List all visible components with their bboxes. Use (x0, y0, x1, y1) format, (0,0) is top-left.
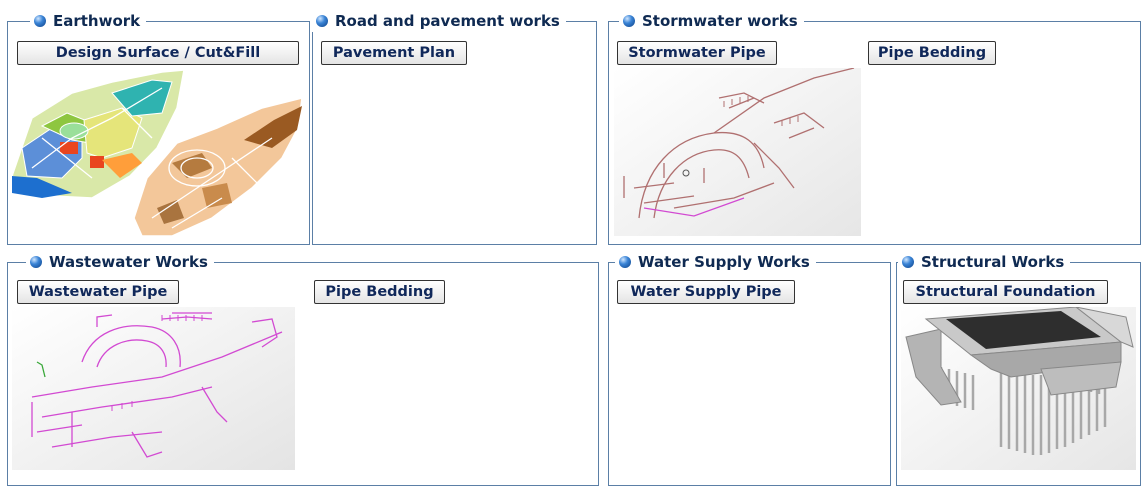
wastewater-pipe-image (12, 307, 295, 470)
water-supply-title-text: Water Supply Works (638, 253, 810, 271)
stormwater-pipe-image (614, 68, 861, 236)
wastewater-title: Wastewater Works (26, 251, 214, 273)
road-pavement-title: Road and pavement works (312, 10, 566, 32)
water-supply-pipe-label: Water Supply Pipe (617, 280, 795, 304)
pavement-plan-label: Pavement Plan (321, 41, 467, 65)
wastewater-pipe-label: Wastewater Pipe (17, 280, 179, 304)
water-supply-title: Water Supply Works (615, 251, 816, 273)
wastewater-title-text: Wastewater Works (49, 253, 208, 271)
earthwork-title-line (165, 21, 301, 22)
globe-bullet-icon (902, 256, 914, 268)
structural-foundation-image (901, 307, 1136, 470)
globe-bullet-icon (30, 256, 42, 268)
stormwater-title-text: Stormwater works (642, 12, 798, 30)
water-supply-title-line (827, 262, 883, 263)
stormwater-title: Stormwater works (619, 10, 804, 32)
design-surface-image (12, 68, 305, 240)
road-pavement-title-text: Road and pavement works (335, 12, 560, 30)
stormwater-pipe-label: Stormwater Pipe (617, 41, 777, 65)
structural-title-text: Structural Works (921, 253, 1065, 271)
globe-bullet-icon (619, 256, 631, 268)
stormwater-pipe-bedding-label: Pipe Bedding (868, 41, 996, 65)
earthwork-title: Earthwork (30, 10, 147, 32)
globe-bullet-icon (623, 15, 635, 27)
wastewater-pipe-bedding-label: Pipe Bedding (314, 280, 445, 304)
wastewater-title-line (225, 262, 593, 263)
stormwater-title-line (812, 21, 1134, 22)
earthwork-title-text: Earthwork (53, 12, 141, 30)
structural-title: Structural Works (898, 251, 1071, 273)
structural-foundation-label: Structural Foundation (903, 280, 1108, 304)
globe-bullet-icon (316, 15, 328, 27)
design-surface-label: Design Surface / Cut&Fill (17, 41, 299, 65)
globe-bullet-icon (34, 15, 46, 27)
